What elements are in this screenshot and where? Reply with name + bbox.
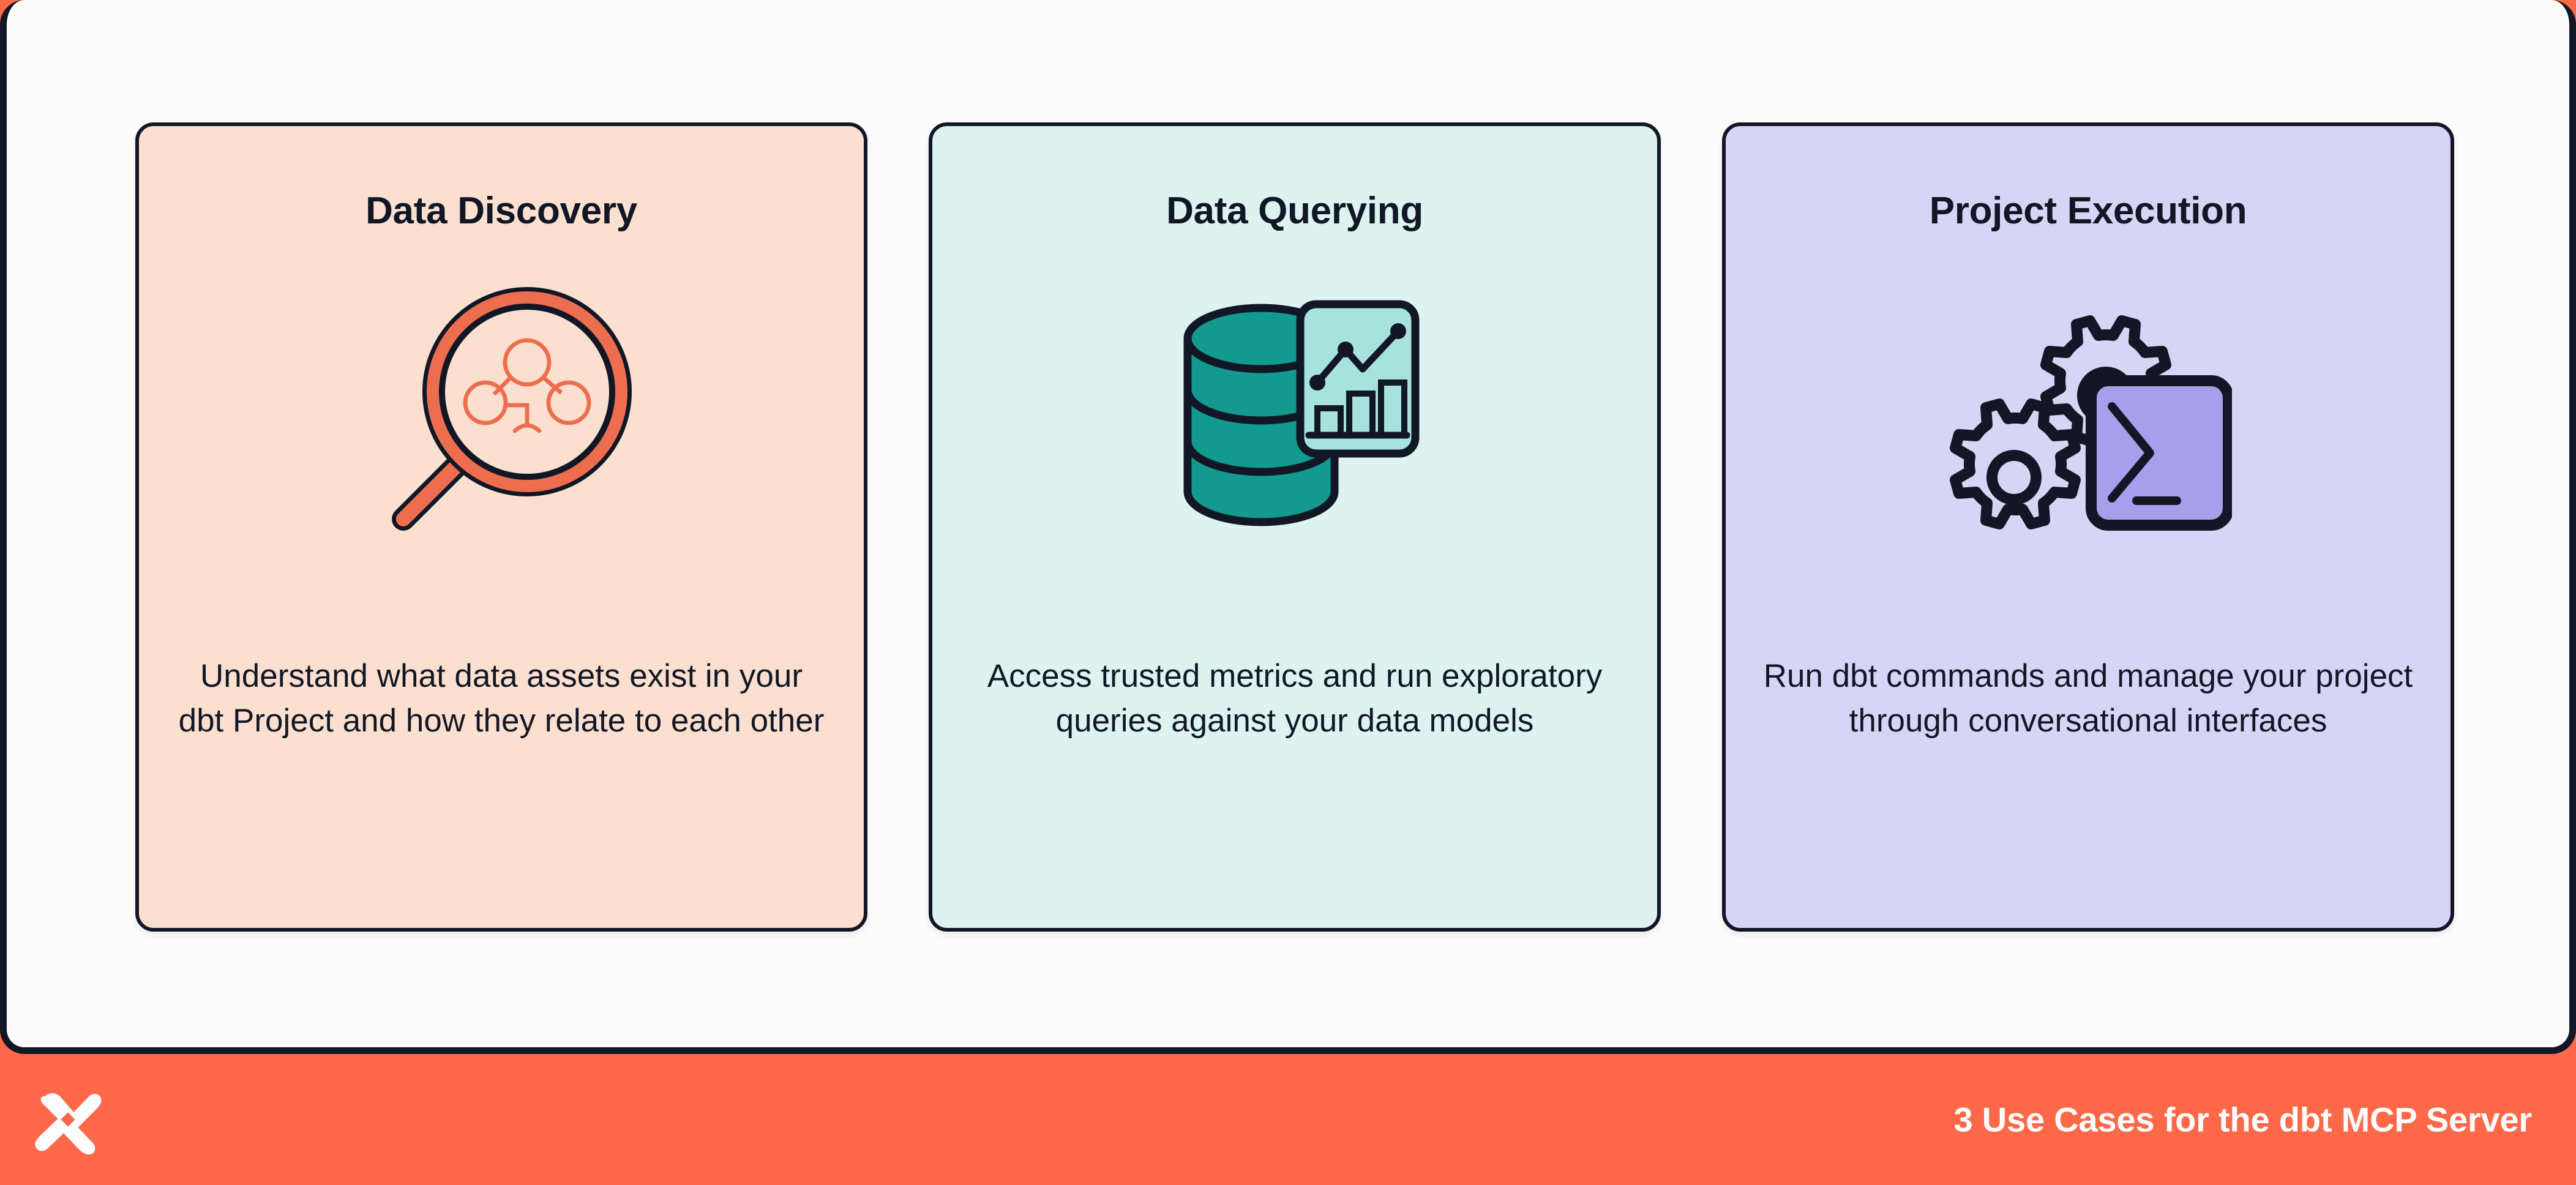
footer-caption: 3 Use Cases for the dbt MCP Server	[1953, 1100, 2532, 1139]
card-title: Data Discovery	[365, 190, 637, 232]
card-body: Understand what data assets exist in you…	[178, 658, 825, 739]
footer-bar: 3 Use Cases for the dbt MCP Server	[0, 1054, 2576, 1185]
card-body: Run dbt commands and manage your project…	[1763, 658, 2413, 739]
card-body: Access trusted metrics and run explorato…	[987, 658, 1603, 739]
dbt-logo-icon	[32, 1083, 104, 1156]
use-case-card-data-querying[interactable]: Data Querying	[929, 122, 1661, 932]
content-panel: Data Discovery	[0, 0, 2576, 1054]
database-chart-icon	[1163, 262, 1426, 568]
use-case-card-project-execution[interactable]: Project Execution	[1722, 122, 2454, 932]
card-title: Data Querying	[1166, 190, 1423, 232]
magnifying-glass-lineage-icon	[367, 262, 636, 568]
use-case-card-row: Data Discovery	[135, 122, 2454, 932]
use-case-card-data-discovery[interactable]: Data Discovery	[135, 122, 867, 932]
card-title: Project Execution	[1929, 190, 2247, 232]
gears-terminal-icon	[1944, 262, 2232, 568]
